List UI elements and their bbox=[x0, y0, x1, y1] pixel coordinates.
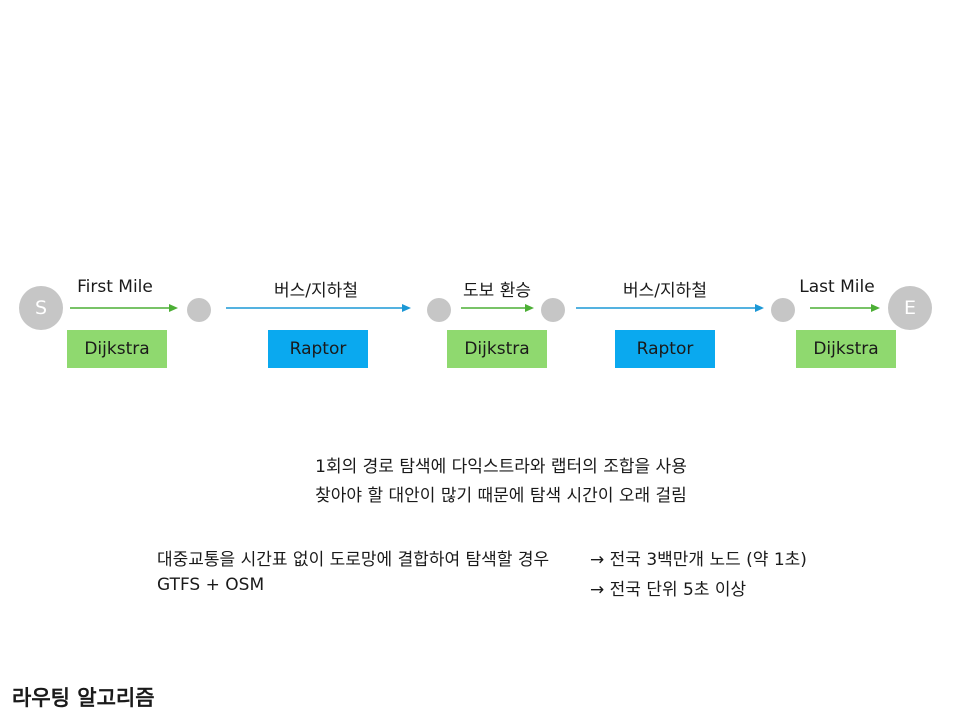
arrow-last-mile bbox=[810, 304, 880, 312]
algorithm-box-dijkstra-2: Dijkstra bbox=[447, 330, 547, 368]
transfer-node-3 bbox=[541, 298, 565, 322]
comparison-right-2: → 전국 단위 5초 이상 bbox=[590, 580, 747, 600]
end-node: E bbox=[888, 286, 932, 330]
start-node: S bbox=[19, 286, 63, 330]
arrow-transit-2 bbox=[576, 304, 764, 312]
segment-label-transit-1: 버스/지하철 bbox=[274, 281, 358, 301]
arrow-transit-1 bbox=[226, 304, 411, 312]
segment-label-transit-2: 버스/지하철 bbox=[623, 281, 707, 301]
algorithm-box-dijkstra-3: Dijkstra bbox=[796, 330, 896, 368]
transfer-node-4 bbox=[771, 298, 795, 322]
segment-label-first-mile: First Mile bbox=[77, 277, 153, 297]
algorithm-box-raptor-2: Raptor bbox=[615, 330, 715, 368]
segment-label-last-mile: Last Mile bbox=[799, 277, 875, 297]
algorithm-box-dijkstra-1: Dijkstra bbox=[67, 330, 167, 368]
transfer-node-2 bbox=[427, 298, 451, 322]
comparison-right-1: → 전국 3백만개 노드 (약 1초) bbox=[590, 550, 807, 570]
algorithm-box-raptor-1: Raptor bbox=[268, 330, 368, 368]
comparison-left-1: 대중교통을 시간표 없이 도로망에 결합하여 탐색할 경우 bbox=[157, 550, 550, 570]
description-line-2: 찾아야 할 대안이 많기 때문에 탐색 시간이 오래 걸림 bbox=[315, 486, 687, 506]
segment-label-walk-transfer: 도보 환승 bbox=[463, 281, 531, 301]
page-title: 라우팅 알고리즘 bbox=[12, 686, 155, 710]
arrow-first-mile bbox=[70, 304, 178, 312]
comparison-left-2: GTFS + OSM bbox=[157, 575, 265, 595]
arrow-walk-transfer bbox=[461, 304, 534, 312]
description-line-1: 1회의 경로 탐색에 다익스트라와 랩터의 조합을 사용 bbox=[315, 457, 687, 477]
transfer-node-1 bbox=[187, 298, 211, 322]
